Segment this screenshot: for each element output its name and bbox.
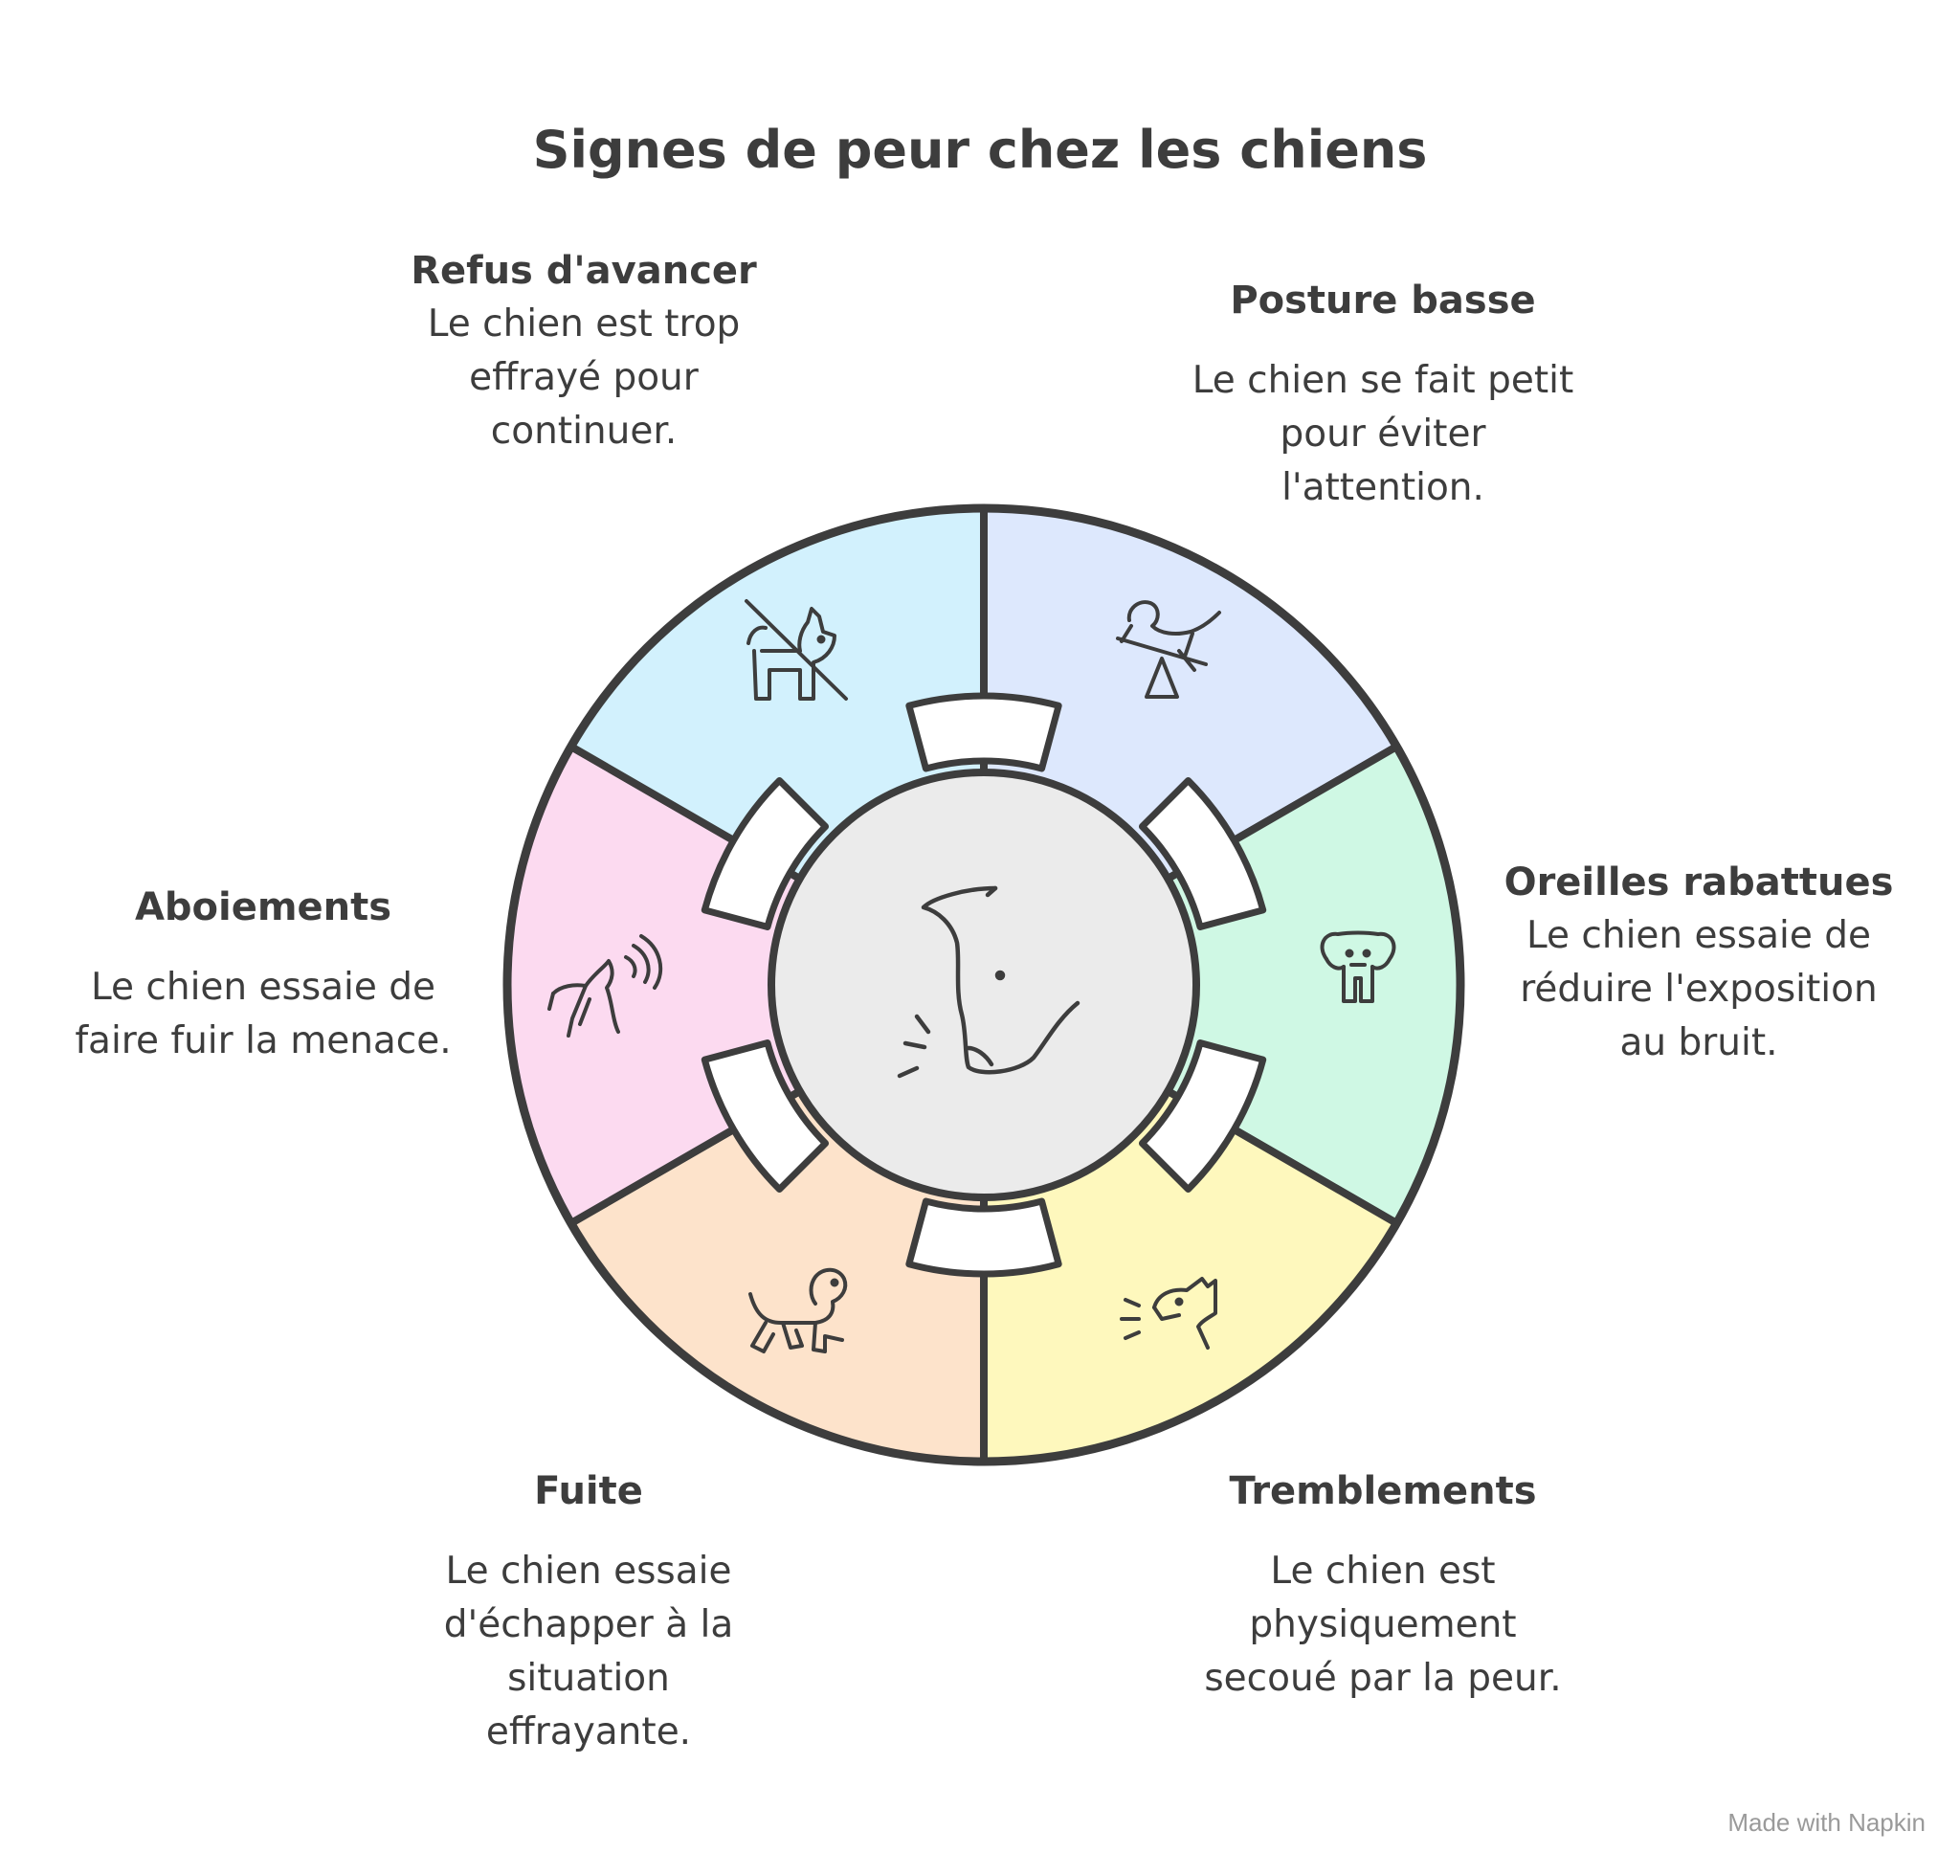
label-title: Fuite (534, 1469, 643, 1513)
shaking-dog-icon (1120, 1277, 1217, 1350)
no-dog-icon (745, 599, 848, 701)
inner-ring-block (701, 776, 830, 930)
label-fuite: Fuite Le chien essaie d'échapper à la si… (402, 1464, 775, 1759)
label-title: Posture basse (1230, 279, 1536, 323)
label-tremblements: Tremblements Le chien est physiquement s… (1192, 1464, 1574, 1706)
brand-text: Made with Napkin (1727, 1808, 1926, 1837)
dog-head-icon (897, 885, 1080, 1079)
inner-ring-block (1138, 776, 1267, 930)
fleeing-dog-icon (748, 1267, 848, 1353)
brand-watermark: Made with Napkin (1727, 1808, 1926, 1838)
label-title: Aboiements (134, 885, 392, 929)
label-title: Refus d'avancer (411, 249, 757, 293)
inner-ring-block (701, 1039, 830, 1194)
label-description: Le chien essaie de réduire l'exposition … (1520, 914, 1878, 1064)
wheel-rim (502, 503, 1465, 1466)
barking-dog-icon (547, 934, 663, 1038)
label-oreilles: Oreilles rabattues Le chien essaie de ré… (1498, 856, 1900, 1070)
label-refus: Refus d'avancer Le chien est trop effray… (388, 244, 780, 458)
label-description: Le chien se fait petit pour éviter l'att… (1192, 359, 1574, 509)
diagram-title: Signes de peur chez les chiens (532, 120, 1428, 180)
label-title: Tremblements (1229, 1469, 1537, 1513)
label-description: Le chien essaie de faire fuir la menace. (75, 966, 452, 1062)
label-posture: Posture basse Le chien se fait petit pou… (1192, 274, 1574, 515)
label-description: Le chien est physiquement secoué par la … (1204, 1550, 1562, 1700)
inner-ring-block (905, 692, 1062, 772)
label-aboiements: Aboiements Le chien essaie de faire fuir… (57, 881, 469, 1068)
inner-ring-block (1138, 1039, 1267, 1194)
label-title: Oreilles rabattues (1503, 860, 1894, 904)
center-disc (768, 769, 1200, 1201)
label-description: Le chien est trop effrayé pour continuer… (427, 302, 741, 453)
label-description: Le chien essaie d'échapper à la situatio… (443, 1550, 734, 1753)
dog-on-seesaw-icon (1116, 600, 1221, 699)
inner-ring-block (905, 1197, 1062, 1278)
dog-ears-down-icon (1320, 930, 1396, 1003)
